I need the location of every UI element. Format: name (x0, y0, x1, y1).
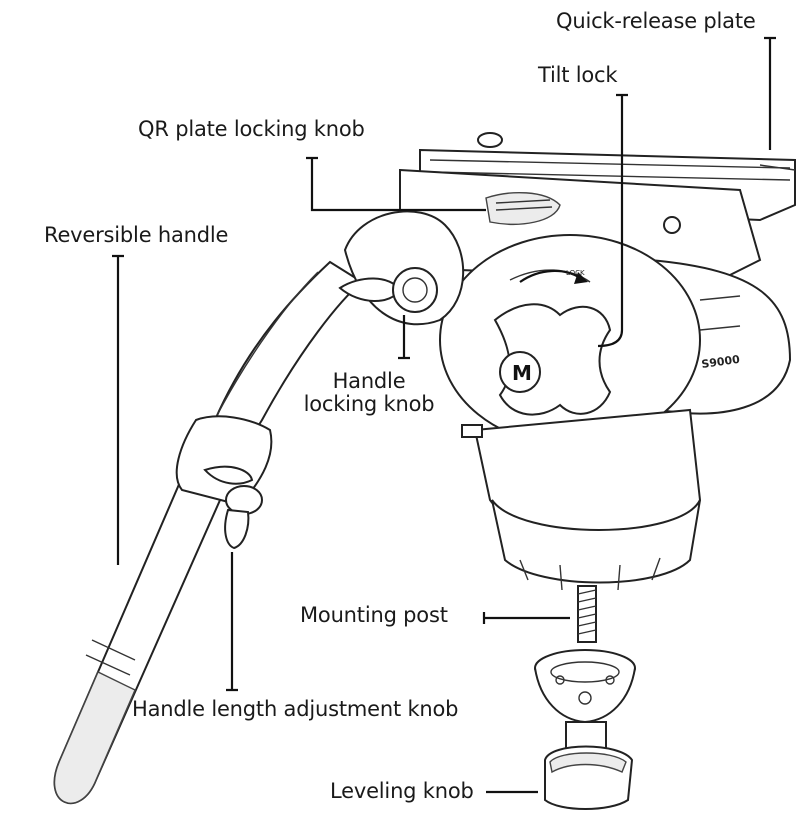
qr-plate-locking-knob-label: QR plate locking knob (138, 117, 365, 141)
brand-badge-label: M (512, 361, 532, 385)
mounting-post-label: Mounting post (300, 603, 448, 627)
leader-mounting-post (482, 612, 570, 624)
handle-locking-knob-label: Handle locking knob (298, 369, 440, 417)
leader-tilt-lock (597, 93, 628, 348)
reversible-handle-illustration (53, 260, 364, 805)
handle-locking-knob-illustration (338, 210, 465, 326)
quick-release-plate-label: Quick-release plate (556, 9, 756, 33)
handle-length-adjustment-knob-label: Handle length adjustment knob (132, 697, 459, 721)
model-label: S9000 (701, 353, 741, 371)
tilt-lock-label: Tilt lock (538, 63, 618, 87)
mounting-post-illustration (577, 585, 597, 643)
leader-quick-release-plate (764, 36, 776, 150)
pan-head-body-illustration (399, 132, 796, 591)
leader-reversible-handle (112, 254, 124, 565)
lock-arrow-label: LOCK (566, 269, 585, 277)
leader-lines (112, 36, 776, 794)
leader-handle-locking-knob (398, 315, 410, 360)
handle-locking-knob-label-line2: locking knob (303, 392, 435, 417)
leader-handle-length-adjustment-knob (226, 552, 238, 692)
leveling-knob-label: Leveling knob (330, 779, 474, 803)
leader-qr-plate-locking-knob (306, 156, 486, 212)
reversible-handle-label: Reversible handle (44, 223, 229, 247)
leveling-bowl-illustration (534, 649, 636, 810)
handle-locking-knob-label-line1: Handle (332, 369, 406, 393)
